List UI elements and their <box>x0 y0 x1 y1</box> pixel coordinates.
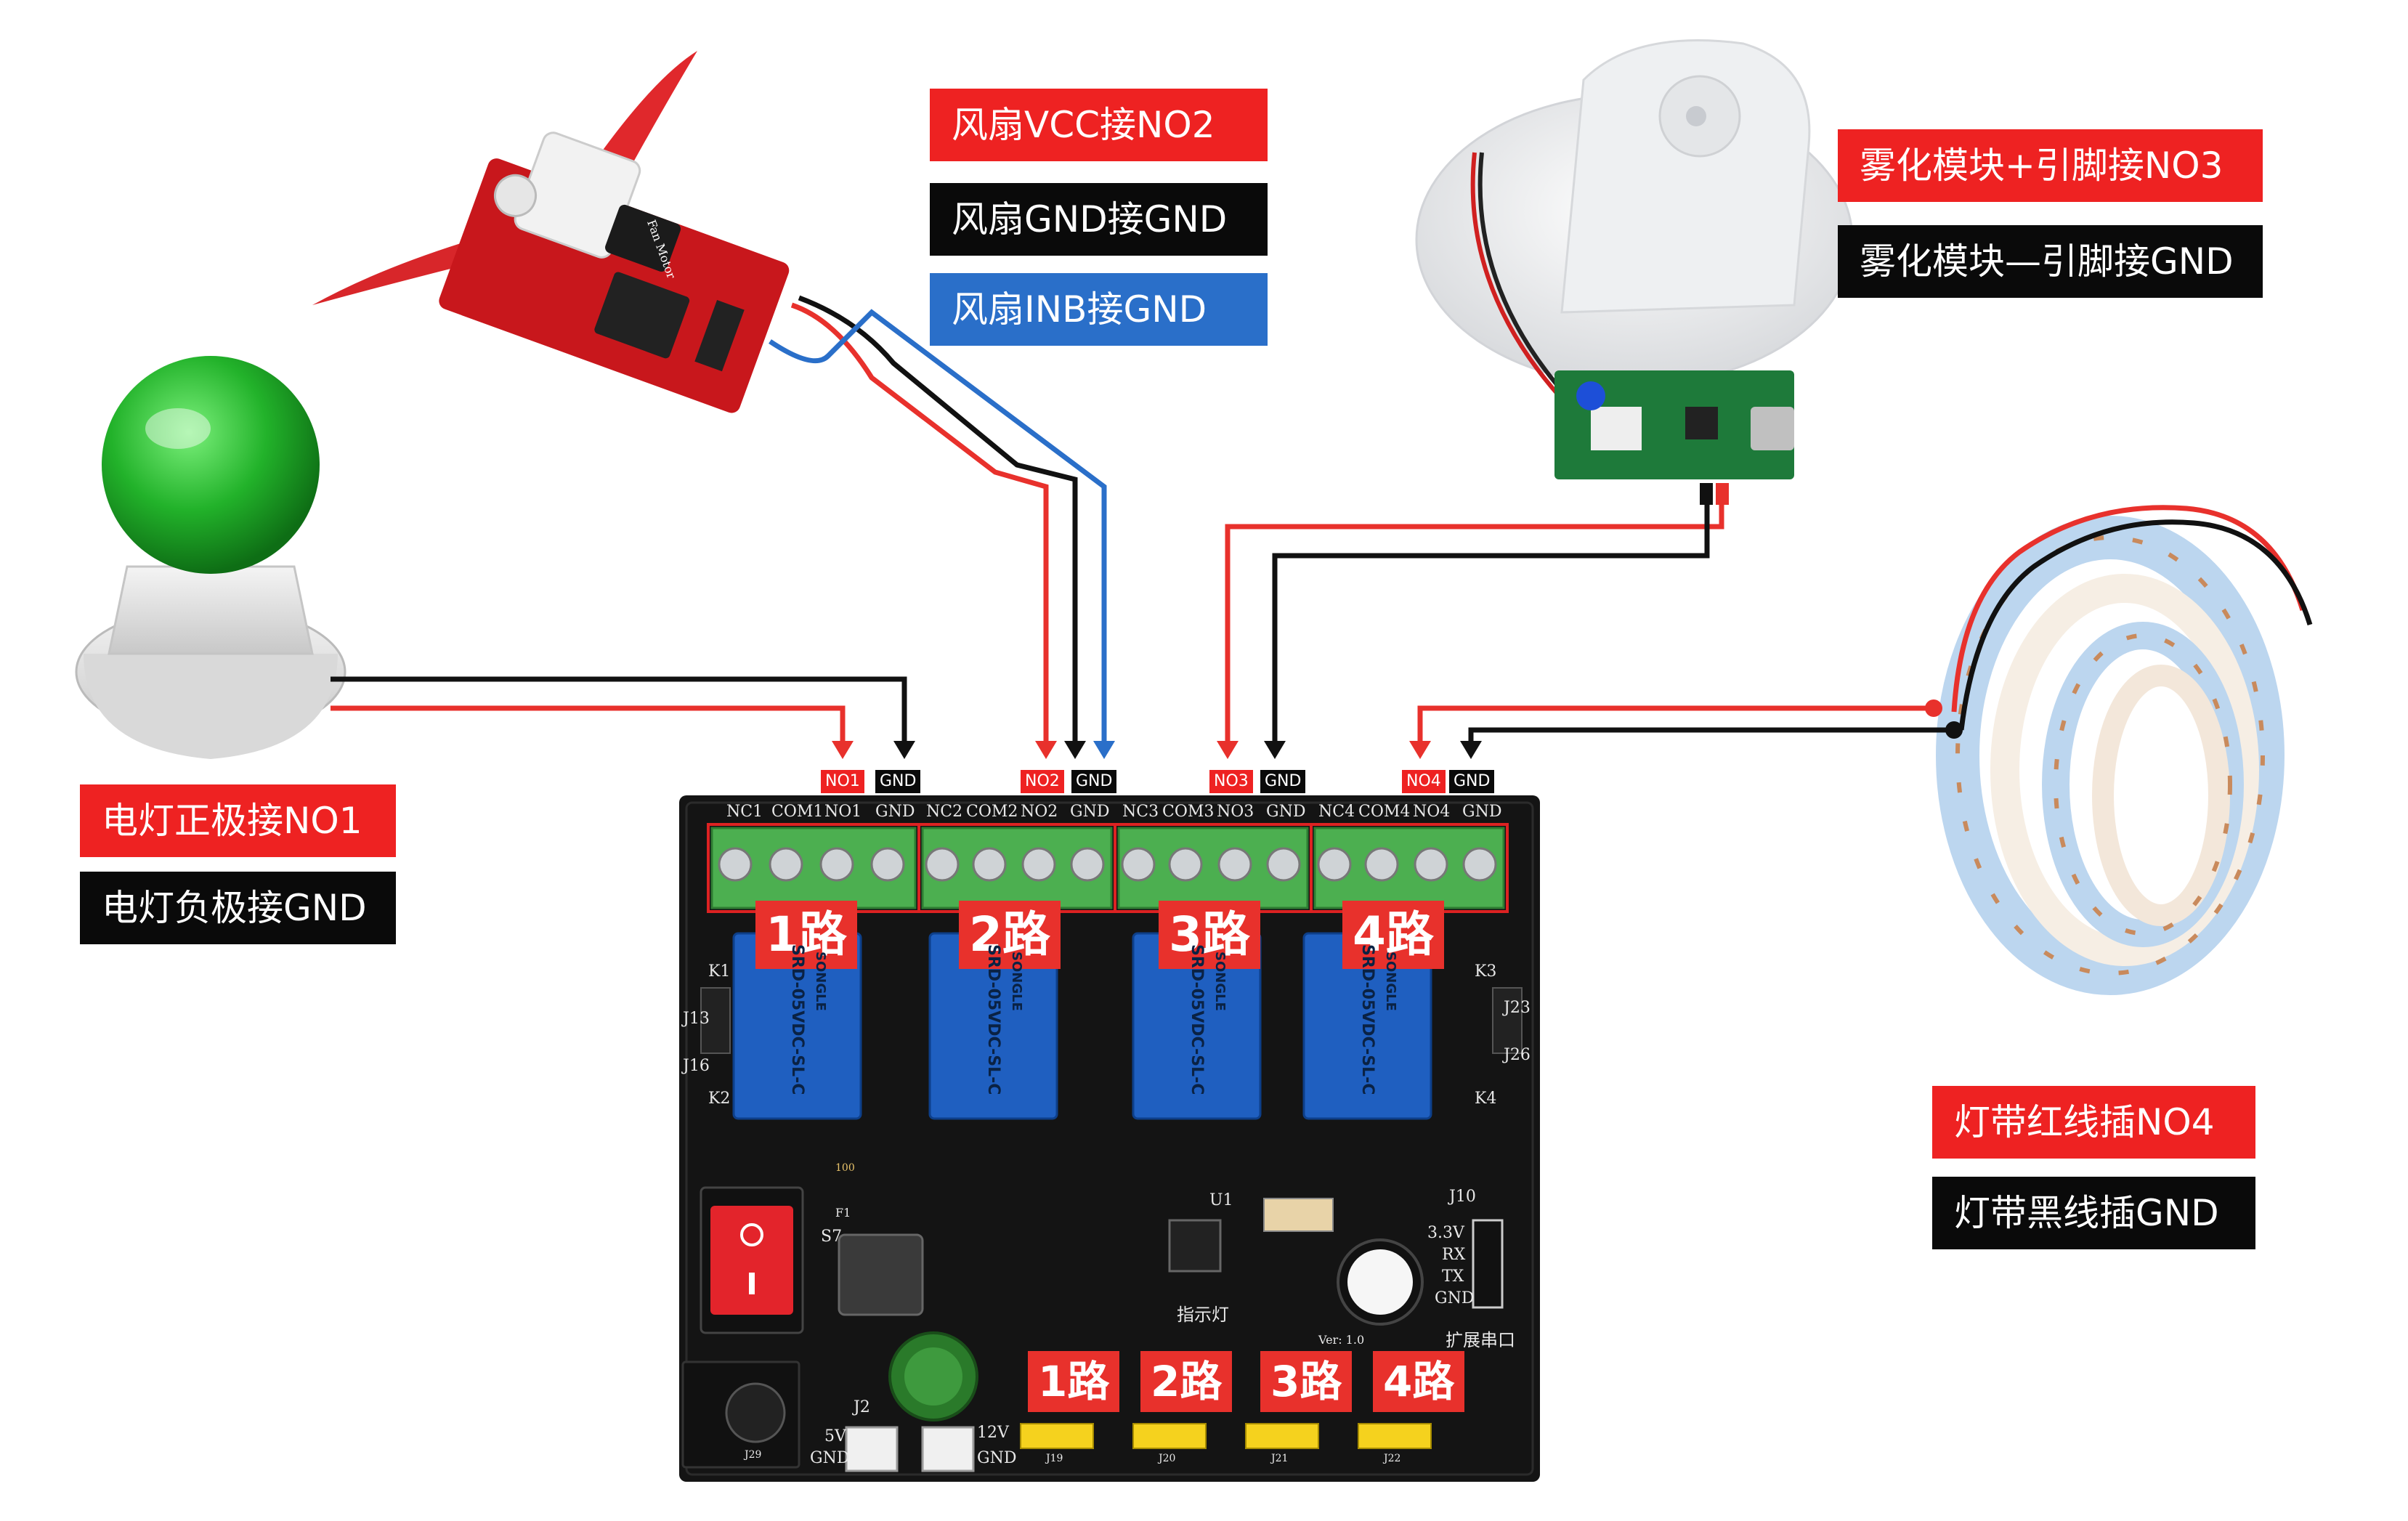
fan-gnd-label: 风扇GND接GND <box>930 183 1268 256</box>
tag-no2: NO2 <box>1021 770 1064 793</box>
fan-vcc-label: 风扇VCC接NO2 <box>930 89 1268 161</box>
silk-no1: NO1 <box>824 803 862 821</box>
silk-k2: K2 <box>708 1090 731 1108</box>
silk-no3: NO3 <box>1217 803 1254 821</box>
silk-ext-serial: 扩展串口 <box>1446 1330 1515 1350</box>
channel-1-label: 1路 <box>755 901 857 969</box>
tag-gnd3: GND <box>1260 770 1306 793</box>
tag-gnd2: GND <box>1071 770 1117 793</box>
channel-2-label: 2路 <box>959 901 1061 969</box>
silk-gnd1: GND <box>875 803 915 821</box>
lamp-device <box>75 356 346 759</box>
silk-u1: U1 <box>1209 1191 1233 1209</box>
bottom-channel-3-label: 3路 <box>1260 1351 1353 1412</box>
silk-nc1: NC1 <box>726 803 763 821</box>
lamp-positive-label: 电灯正极接NO1 <box>80 784 396 857</box>
silk-k4: K4 <box>1475 1090 1497 1108</box>
tag-no4: NO4 <box>1402 770 1446 793</box>
silk-gnd4: GND <box>1462 803 1502 821</box>
channel-3-label: 3路 <box>1159 901 1260 969</box>
relay-2-brand: SONGLE <box>1009 952 1024 1011</box>
silk-no2: NO2 <box>1021 803 1058 821</box>
strip-red-label: 灯带红线插NO4 <box>1932 1086 2255 1159</box>
silk-gnd2: GND <box>1070 803 1110 821</box>
relay-2-model: SRD-05VDC-SL-C <box>984 944 1002 1095</box>
silk-tx: TX <box>1442 1268 1464 1286</box>
silk-12v: 12V <box>977 1424 1009 1442</box>
wire-strip-red <box>1417 705 1932 752</box>
silk-nc2: NC2 <box>926 803 963 821</box>
relay-1-brand: SONGLE <box>813 952 828 1011</box>
silk-gnd3: GND <box>1266 803 1306 821</box>
silk-j19: J19 <box>1046 1453 1063 1464</box>
silk-k1: K1 <box>708 962 731 981</box>
silk-com1: COM1 <box>771 803 824 821</box>
silk-indicator: 指示灯 <box>1177 1305 1229 1325</box>
silk-3v3: 3.3V <box>1427 1224 1464 1242</box>
silk-f1: F1 <box>835 1206 851 1220</box>
mist-module-device <box>1415 39 1854 479</box>
silk-5v: 5V <box>824 1427 846 1445</box>
silk-j26: J26 <box>1504 1046 1531 1064</box>
wire-mist-minus <box>1272 505 1710 752</box>
silk-nc4: NC4 <box>1318 803 1355 821</box>
wire-lamp-negative <box>331 676 907 752</box>
relay-3-model: SRD-05VDC-SL-C <box>1188 944 1206 1095</box>
silk-com3: COM3 <box>1162 803 1215 821</box>
bottom-channel-2-label: 2路 <box>1140 1351 1233 1412</box>
wire-strip-black <box>1468 727 1954 752</box>
channel-4-label: 4路 <box>1342 901 1444 969</box>
relay-board <box>679 795 1540 1482</box>
silk-j21: J21 <box>1271 1453 1289 1464</box>
tag-gnd4: GND <box>1449 770 1495 793</box>
fan-inb-label: 风扇INB接GND <box>930 273 1268 346</box>
silk-j10: J10 <box>1449 1188 1476 1206</box>
fan-motor-device <box>312 51 790 413</box>
wire-fan-inb <box>769 309 1107 752</box>
strip-black-label: 灯带黑线插GND <box>1932 1177 2255 1249</box>
silk-com4: COM4 <box>1358 803 1411 821</box>
wire-fan-vcc <box>790 302 1049 752</box>
tag-no3: NO3 <box>1209 770 1253 793</box>
lamp-negative-label: 电灯负极接GND <box>80 872 396 944</box>
bottom-channel-4-label: 4路 <box>1373 1351 1465 1412</box>
silk-gnd-a: GND <box>810 1449 850 1467</box>
wire-lamp-positive <box>331 705 846 752</box>
wire-fan-gnd <box>798 295 1078 752</box>
bottom-channel-1-label: 1路 <box>1028 1351 1120 1412</box>
relay-1-model: SRD-05VDC-SL-C <box>788 944 806 1095</box>
silk-rx: RX <box>1442 1246 1466 1264</box>
silk-j20: J20 <box>1159 1453 1176 1464</box>
relay-4-brand: SONGLE <box>1383 952 1398 1011</box>
silk-j23: J23 <box>1504 999 1531 1017</box>
wire-mist-plus <box>1225 505 1724 752</box>
silk-no4: NO4 <box>1413 803 1451 821</box>
tag-gnd1: GND <box>875 770 921 793</box>
mist-minus-label: 雾化模块—引脚接GND <box>1838 225 2263 298</box>
relay-4-model: SRD-05VDC-SL-C <box>1358 944 1377 1095</box>
silk-gnd-ext: GND <box>1435 1289 1475 1307</box>
silk-j22: J22 <box>1384 1453 1401 1464</box>
silk-j16: J16 <box>683 1057 710 1075</box>
silk-k3: K3 <box>1475 962 1497 981</box>
tag-no1: NO1 <box>821 770 864 793</box>
silk-j29: J29 <box>745 1449 762 1461</box>
silk-ver: Ver: 1.0 <box>1318 1333 1365 1347</box>
silk-cap-100: 100 <box>835 1162 855 1174</box>
silk-s7: S7 <box>821 1228 843 1246</box>
silk-gnd-b: GND <box>977 1449 1017 1467</box>
silk-j13: J13 <box>683 1010 710 1028</box>
mist-plus-label: 雾化模块+引脚接NO3 <box>1838 129 2263 202</box>
relay-3-brand: SONGLE <box>1212 952 1228 1011</box>
silk-com2: COM2 <box>966 803 1018 821</box>
silk-nc3: NC3 <box>1122 803 1159 821</box>
silk-j2: J2 <box>854 1398 870 1416</box>
led-strip-device <box>1936 505 2313 995</box>
